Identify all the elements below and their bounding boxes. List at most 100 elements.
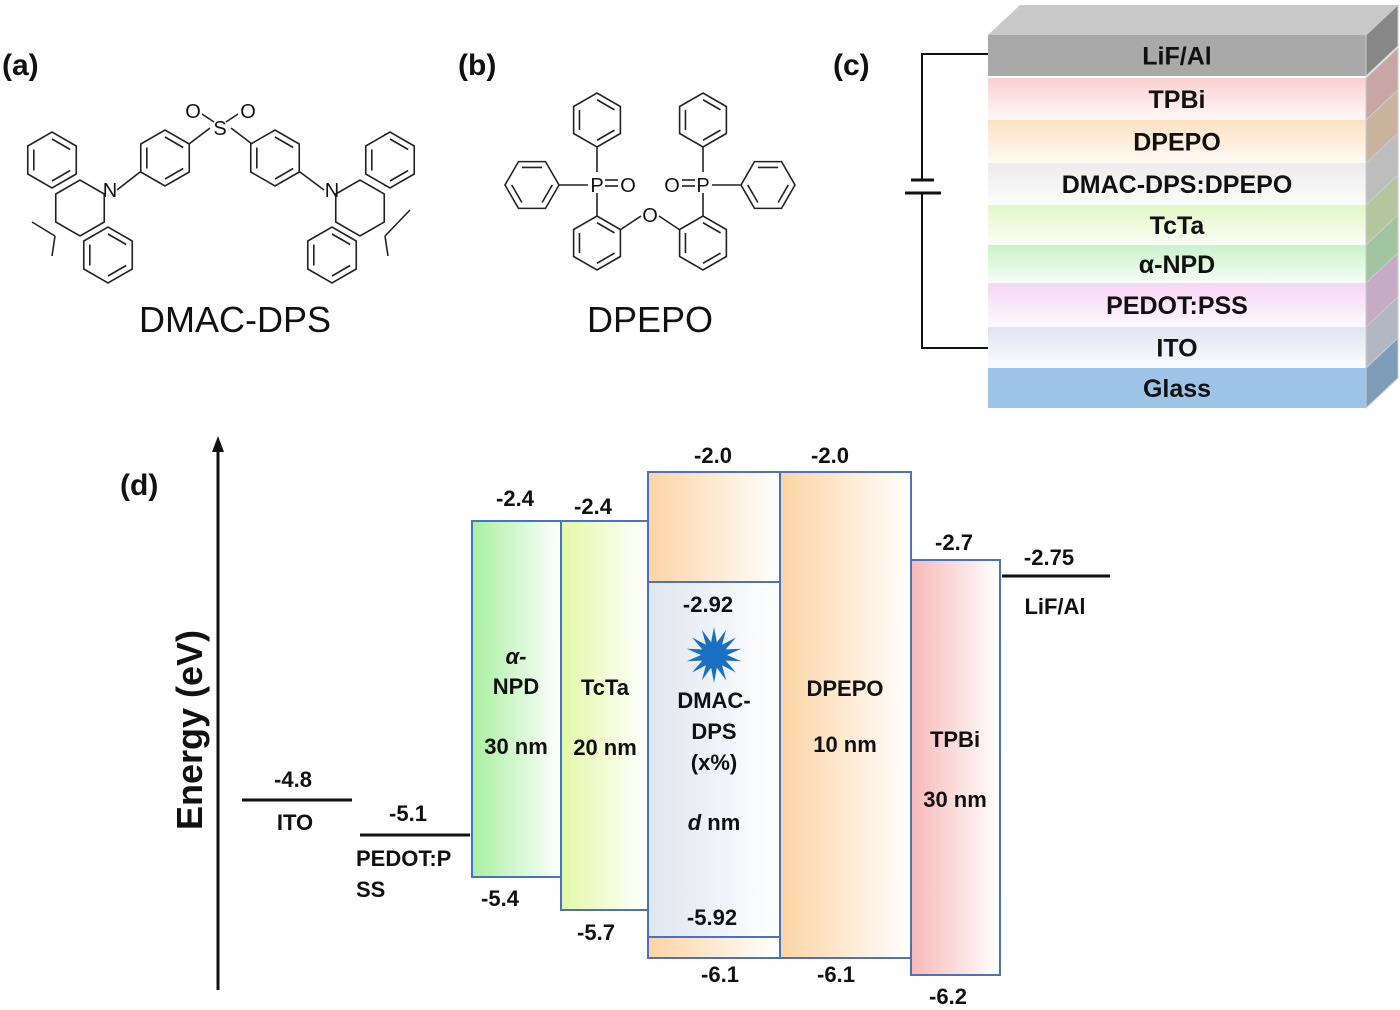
ito-label: ITO: [277, 810, 313, 835]
benzene-ring: [678, 215, 728, 271]
dmac-dps-homo: -5.92: [687, 905, 737, 930]
benzene-ring: [249, 129, 301, 187]
dmac-dps-structure: N N S O O DMAC-DPS: [26, 101, 416, 340]
stack-layer-label: LiF/Al: [1142, 43, 1211, 71]
stack-layer-side: [1365, 336, 1399, 410]
lifal-level: -2.75: [1024, 545, 1074, 570]
bond: [384, 235, 389, 257]
double-bond: [51, 169, 71, 182]
bond: [31, 221, 56, 237]
dpepo-thickness: 10 nm: [813, 732, 877, 757]
double-bond: [702, 129, 721, 141]
bond: [619, 215, 642, 231]
double-bond: [389, 138, 409, 151]
atom-o-right: O: [664, 175, 680, 197]
double-bond: [164, 167, 184, 180]
tpbi-name: TPBi: [930, 727, 980, 752]
stack-layer-shade: [988, 205, 1366, 245]
panel-label-a: (a): [2, 49, 39, 82]
dmac-dps-thickness: d nm: [688, 810, 741, 835]
stack-layer-side: [1365, 3, 1399, 78]
circuit-wire-top: [921, 53, 988, 180]
pedot-label-line1: PEDOT:P: [356, 846, 451, 871]
ito-level: -4.8: [274, 767, 312, 792]
npd-homo: -5.4: [481, 886, 520, 911]
double-bond: [274, 167, 294, 180]
eml-host-homo: -6.1: [701, 962, 739, 987]
double-bond: [702, 252, 721, 264]
dpepo-band-box: [779, 471, 912, 959]
double-bond: [164, 136, 184, 149]
double-bond: [747, 184, 759, 203]
stack-layer-label: TcTa: [1150, 212, 1206, 240]
stack-layer: TcTa: [988, 173, 1399, 247]
stack-layer-label: PEDOT:PSS: [1106, 292, 1248, 320]
tpbi-lumo: -2.7: [935, 530, 973, 555]
npd-thickness: 30 nm: [484, 734, 548, 759]
double-bond: [596, 252, 615, 264]
bond: [384, 209, 411, 237]
stack-layer: α-NPD: [988, 213, 1399, 285]
double-bond: [389, 169, 409, 182]
bond: [188, 127, 211, 145]
benzene-ring: [504, 160, 560, 210]
benzene-ring: [54, 179, 106, 237]
panel-label-d: (d): [120, 469, 158, 502]
benzene-ring: [334, 179, 386, 237]
benzene-ring: [678, 92, 728, 148]
dmac-dps-bonds: [26, 113, 416, 284]
stack-layer-front: [988, 35, 1366, 76]
double-bond: [51, 138, 71, 151]
npd-lumo: -2.4: [496, 486, 535, 511]
axis-arrow-icon: [212, 436, 224, 452]
panel-label-c: (c): [833, 49, 870, 82]
dpepo-homo: -6.1: [817, 962, 855, 987]
dmac-dps-lumo: -2.92: [683, 592, 733, 617]
benzene-ring: [572, 92, 622, 148]
stack-layer-label: TPBi: [1149, 86, 1206, 114]
stack-layer-shade: [988, 245, 1366, 283]
benzene-ring: [82, 226, 134, 284]
stack-layer: DPEPO: [988, 88, 1399, 165]
stack-layer-shade: [988, 120, 1366, 163]
benzene-ring: [26, 131, 78, 189]
energy-axis-label: Energy (eV): [169, 630, 210, 830]
dpepo-bonds: [504, 92, 796, 271]
stack-layer-label: ITO: [1156, 335, 1197, 363]
double-bond: [541, 184, 553, 203]
double-bond: [107, 233, 127, 246]
benzene-ring: [306, 226, 358, 284]
tcta-homo: -5.7: [577, 920, 615, 945]
double-bond: [596, 129, 615, 141]
stack-layer-front: [988, 368, 1366, 408]
stack-layer-shade: [988, 327, 1366, 368]
dmac-dps-name: DMAC-DPS: [139, 299, 331, 340]
bond: [51, 235, 56, 257]
atom-n-left: N: [103, 180, 117, 202]
stack-layer-shade: [988, 283, 1366, 327]
stack-layer-shade: [988, 163, 1366, 205]
bond: [658, 215, 681, 231]
bond: [225, 113, 239, 123]
thickness-unit: nm: [701, 810, 740, 835]
stack-layer: TPBi: [988, 46, 1399, 122]
atom-o-right: O: [240, 101, 256, 123]
circuit: [905, 53, 988, 349]
double-bond: [596, 222, 615, 234]
tcta-lumo: -2.4: [574, 494, 613, 519]
npd-name-line1: α-: [506, 644, 527, 669]
double-bond: [777, 184, 789, 203]
npd-name-line2: NPD: [493, 674, 539, 699]
emission-starburst-icon: [686, 627, 742, 683]
panel-label-b: (b): [458, 49, 496, 82]
pedot-label-line2: SS: [356, 877, 385, 902]
stack-layer-label: DMAC-DPS:DPEPO: [1062, 171, 1293, 199]
thickness-variable: d: [688, 810, 702, 835]
dpepo-name: DPEPO: [587, 299, 713, 340]
tcta-band-box: [560, 520, 649, 911]
dpepo-name: DPEPO: [806, 676, 883, 701]
npd-band-box: [471, 520, 562, 878]
pedot-level: -5.1: [389, 801, 427, 826]
